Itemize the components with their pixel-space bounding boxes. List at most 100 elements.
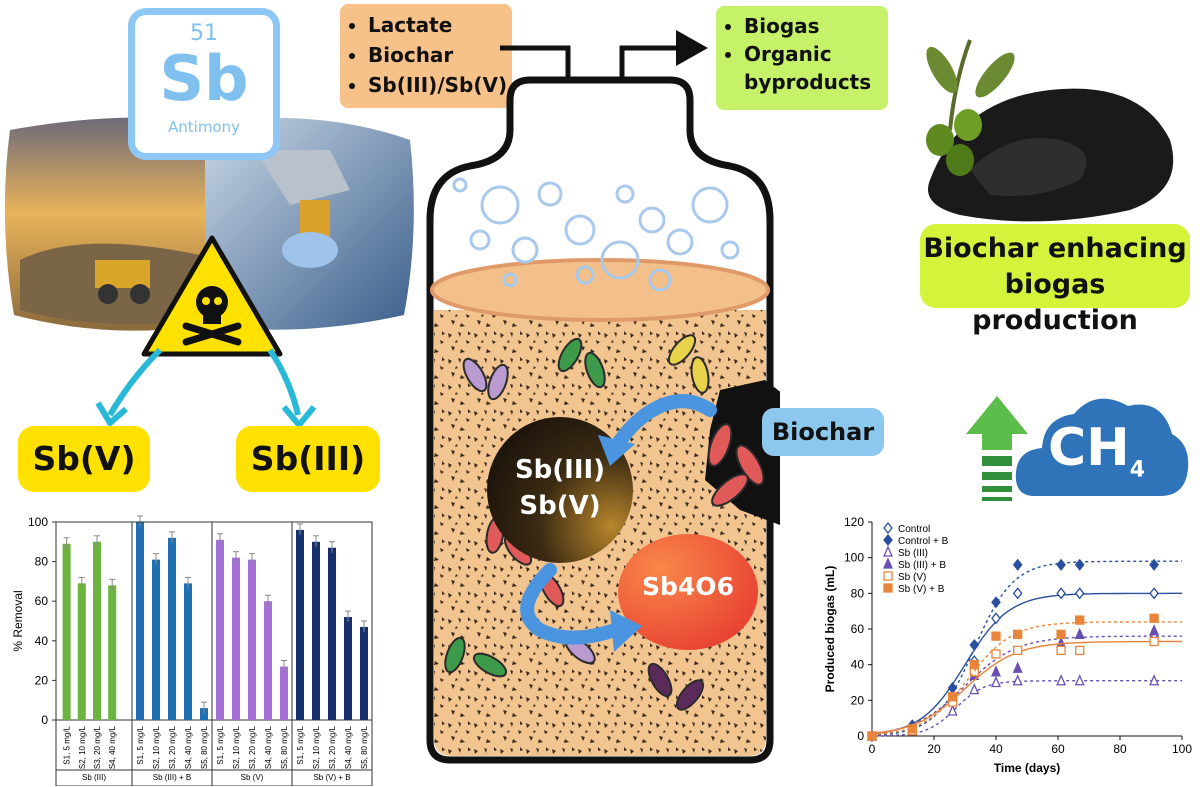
data-point: [1012, 587, 1023, 600]
category-label: S3, 20 mg/L: [248, 725, 257, 769]
atomic-number: 51: [190, 21, 218, 46]
data-point: [1149, 624, 1160, 636]
y-tick-label: 60: [35, 594, 49, 608]
outputs-box: Biogas Organic byproducts: [716, 6, 888, 110]
data-point: [1056, 629, 1066, 639]
legend-marker: [883, 571, 893, 581]
group-label: Sb (III) + B: [153, 773, 191, 782]
ch4-subscript: 4: [1129, 457, 1145, 483]
data-point: [1074, 587, 1085, 600]
y-tick-label: 100: [844, 551, 864, 565]
group-label: Sb (III): [82, 773, 106, 782]
inputs-box: Lactate Biochar Sb(III)/Sb(V): [340, 4, 512, 108]
toxic-hazard-icon: [141, 235, 283, 357]
legend-marker: [882, 545, 894, 557]
input-item: Sb(III)/Sb(V): [368, 70, 507, 100]
x-tick-label: 80: [1113, 742, 1127, 756]
bar: [216, 539, 224, 720]
category-label: S4, 40 mg/L: [344, 725, 353, 769]
category-label: S1, 5 mg/L: [216, 725, 225, 764]
data-point: [1013, 629, 1023, 639]
bar: [200, 708, 208, 720]
plot-frame: [55, 521, 373, 721]
ch4-label: CH4: [1048, 420, 1145, 498]
data-point: [991, 649, 1001, 659]
biochar-tag: Biochar: [762, 408, 884, 456]
data-point: [990, 675, 1002, 688]
data-point: [907, 724, 917, 734]
data-point: [1056, 674, 1067, 686]
bar: [168, 537, 176, 720]
output-item: Biogas: [744, 12, 878, 40]
category-label: S5, 80 mg/L: [360, 725, 369, 769]
fit-line: [871, 640, 1182, 735]
bar: [152, 559, 160, 720]
bar: [344, 617, 352, 720]
bar: [93, 541, 101, 720]
species-arrows: [95, 347, 317, 428]
species-sbv-label: Sb(V): [18, 426, 150, 492]
data-point: [1056, 645, 1066, 656]
group-label: Sb (V) + B: [313, 773, 350, 782]
biochar-banner: Biochar enhacing biogas production: [920, 224, 1190, 336]
methane-cloud-icon: [1015, 398, 1189, 496]
data-point: [990, 665, 1002, 677]
sphere-label: Sb(III) Sb(V): [496, 452, 624, 524]
y-tick-label: 120: [844, 515, 864, 529]
y-tick-label: 80: [35, 555, 49, 569]
data-point: [1012, 674, 1023, 686]
sphere-line2: Sb(V): [519, 491, 601, 521]
y-tick-label: 40: [851, 658, 865, 672]
banner-line1: Biochar enhacing: [923, 233, 1187, 264]
bar: [184, 583, 192, 720]
sphere-line1: Sb(III): [514, 455, 606, 485]
data-point: [1074, 674, 1085, 686]
fit-line: [871, 680, 1182, 737]
y-tick-label: 20: [851, 693, 865, 707]
data-point: [969, 683, 980, 695]
product-label: Sb4O6: [642, 572, 734, 601]
input-item: Lactate: [368, 10, 502, 40]
category-label: S2, 10 mg/L: [78, 725, 87, 769]
bar: [312, 541, 320, 720]
data-point: [1149, 613, 1159, 623]
category-label: S4, 40 mg/L: [264, 725, 273, 769]
data-point: [947, 692, 958, 702]
category-label: S1, 5 mg/L: [296, 725, 305, 764]
bar: [62, 543, 71, 720]
data-point: [1074, 558, 1085, 571]
data-point: [867, 731, 877, 741]
group-label: Sb (V): [241, 773, 264, 782]
legend-marker: [883, 533, 893, 547]
input-item: Biochar: [368, 40, 502, 70]
y-tick-label: 0: [857, 729, 864, 743]
data-point: [1012, 558, 1023, 571]
bar: [77, 583, 86, 720]
data-point: [991, 612, 1001, 625]
y-axis-label: % Removal: [11, 590, 25, 651]
data-point: [1056, 587, 1066, 600]
category-label: S3, 20 mg/L: [328, 725, 337, 769]
x-tick-label: 0: [869, 742, 876, 756]
y-tick-label: 100: [28, 515, 48, 529]
category-label: S3, 20 mg/L: [93, 725, 102, 769]
x-axis-label: Time (days): [994, 761, 1060, 775]
element-symbol: Sb: [159, 42, 249, 115]
category-label: S4, 40 mg/L: [108, 725, 117, 769]
data-point: [1075, 645, 1085, 656]
data-point: [1013, 645, 1023, 656]
data-point: [991, 596, 1001, 609]
fit-line: [871, 592, 1182, 735]
data-point: [1149, 636, 1159, 647]
legend-marker: [883, 583, 893, 593]
fit-line: [871, 560, 1182, 736]
data-point: [1056, 558, 1066, 571]
bar: [248, 559, 256, 720]
bar: [232, 557, 240, 720]
data-point: [969, 660, 979, 670]
banner-line2: biogas production: [972, 269, 1138, 336]
bar: [108, 585, 117, 720]
data-point: [1149, 674, 1160, 686]
